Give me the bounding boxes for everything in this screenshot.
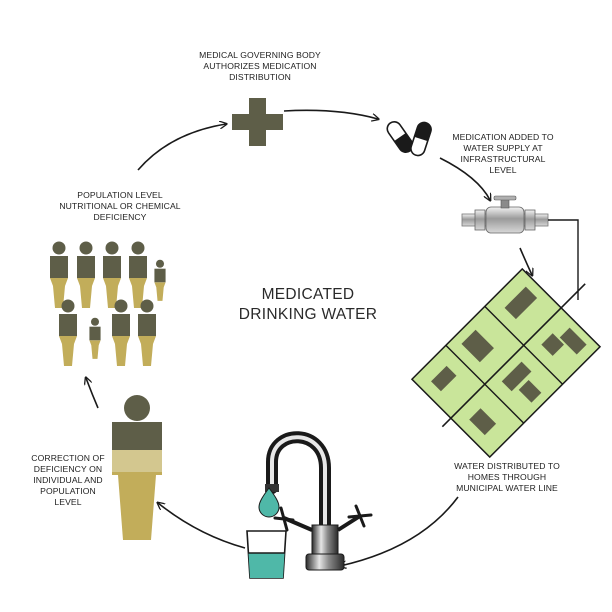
center-title-line2: DRINKING WATER <box>238 306 378 323</box>
arrow-pills-to-valve <box>439 157 490 200</box>
arrow-governing-to-pills <box>283 109 378 119</box>
label-line: POPULATION <box>40 486 96 496</box>
person-icon <box>112 395 162 540</box>
population-person-icon <box>59 299 77 366</box>
arrow-city-to-faucet <box>340 496 459 566</box>
population-person-icon <box>112 299 130 366</box>
medical-cross-icon <box>232 98 283 146</box>
label-line: MEDICATION ADDED TO <box>452 132 554 142</box>
city-block-icon <box>410 267 602 459</box>
label-water-distributed: WATER DISTRIBUTED TO HOMES THROUGH MUNIC… <box>436 461 578 494</box>
arrow-valve-to-city <box>519 247 532 275</box>
arrow-person-to-population <box>86 378 99 409</box>
label-line: LEVEL <box>54 497 82 507</box>
population-person-icon <box>77 241 95 308</box>
population-person-icon <box>89 317 101 359</box>
water-glass-icon <box>246 530 287 579</box>
label-line: HOMES THROUGH <box>467 472 547 482</box>
label-line: LEVEL <box>489 165 517 175</box>
label-line: WATER SUPPLY AT <box>463 143 543 153</box>
label-line: MUNICIPAL WATER LINE <box>456 483 558 493</box>
label-correction: CORRECTION OF DEFICIENCY ON INDIVIDUAL A… <box>26 453 110 508</box>
population-icon <box>50 241 166 366</box>
label-line: WATER DISTRIBUTED TO <box>454 461 560 471</box>
label-line: DISTRIBUTION <box>229 72 291 82</box>
arrow-population-to-governing <box>137 124 226 171</box>
population-person-icon <box>138 299 156 366</box>
label-line: POPULATION LEVEL <box>77 190 163 200</box>
arrow-glass-to-person <box>158 503 246 549</box>
label-population-deficiency: POPULATION LEVEL NUTRITIONAL OR CHEMICAL… <box>50 190 190 223</box>
pills-icon <box>386 121 432 157</box>
label-governing-body: MEDICAL GOVERNING BODY AUTHORIZES MEDICA… <box>180 50 340 83</box>
population-person-icon <box>129 241 147 308</box>
label-line: CORRECTION OF <box>31 453 105 463</box>
center-title-line1: MEDICATED <box>261 286 355 303</box>
label-line: NUTRITIONAL OR CHEMICAL <box>59 201 181 211</box>
label-line: DEFICIENCY ON <box>33 464 103 474</box>
pipe-valve-icon <box>461 195 549 234</box>
label-line: INFRASTRUCTURAL <box>460 154 546 164</box>
water-drop-icon <box>258 487 280 518</box>
label-line: AUTHORIZES MEDICATION <box>203 61 317 71</box>
label-line: MEDICAL GOVERNING BODY <box>199 50 321 60</box>
label-medication-added: MEDICATION ADDED TO WATER SUPPLY AT INFR… <box>440 132 566 176</box>
label-line: DEFICIENCY <box>93 212 147 222</box>
faucet-icon <box>258 431 373 571</box>
center-title: MEDICATED DRINKING WATER <box>228 285 388 325</box>
population-person-icon <box>154 259 166 301</box>
municipal-water-line <box>548 219 579 300</box>
label-line: INDIVIDUAL AND <box>33 475 103 485</box>
population-person-icon <box>50 241 68 308</box>
population-person-icon <box>103 241 121 308</box>
